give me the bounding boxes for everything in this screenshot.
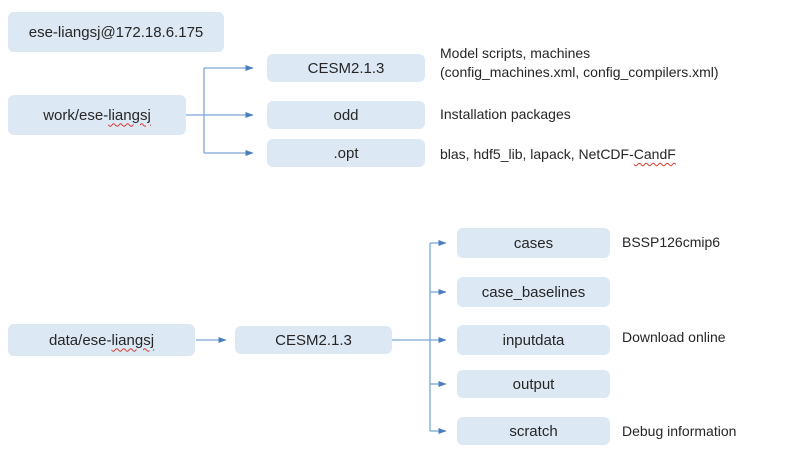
data-root-label-prefix: data/ese- — [48, 331, 112, 349]
node-cesm213-data: CESM2.1.3 — [235, 326, 392, 354]
node-scratch: scratch — [457, 417, 610, 445]
node-cesm213-work: CESM2.1.3 — [267, 54, 425, 82]
node-cesm213-data-label: CESM2.1.3 — [275, 331, 352, 349]
note-model-scripts: Model scripts, machines (config_machines… — [440, 44, 719, 82]
work-root-box: work/ese-liangsj — [8, 95, 186, 135]
node-odd: odd — [267, 101, 425, 129]
note-model-scripts-line1: Model scripts, machines — [440, 45, 591, 61]
node-inputdata: inputdata — [457, 325, 610, 355]
work-root-label-flagged: liangsj — [108, 106, 151, 124]
node-case-baselines: case_baselines — [457, 277, 610, 307]
note-model-scripts-line2: (config_machines.xml, config_compilers.x… — [440, 64, 719, 80]
note-libraries-flagged: CandF — [633, 146, 676, 162]
node-case-baselines-label: case_baselines — [481, 283, 586, 301]
work-root-label-prefix: work/ese- — [43, 106, 109, 124]
node-output: output — [457, 370, 610, 398]
note-libraries-prefix: blas, hdf5_lib, lapack, NetCDF- — [440, 146, 634, 162]
host-address-box: ese-liangsj@172.18.6.175 — [8, 12, 224, 52]
note-libraries: blas, hdf5_lib, lapack, NetCDF-CandF — [440, 145, 676, 164]
node-scratch-label: scratch — [509, 422, 558, 440]
node-inputdata-label: inputdata — [502, 331, 565, 349]
work-tree-connectors — [186, 65, 254, 156]
node-output-label: output — [512, 375, 555, 393]
node-opt-label: .opt — [333, 144, 359, 162]
data-root-label-flagged: liangsj — [111, 331, 155, 349]
node-cesm213-work-label: CESM2.1.3 — [307, 59, 385, 77]
note-debug-information: Debug information — [622, 423, 737, 439]
node-cases-label: cases — [513, 234, 554, 252]
note-bssp126cmip6: BSSP126cmip6 — [622, 234, 721, 250]
work-root-label: work/ese-liangsj — [43, 107, 151, 124]
note-download-online: Download online — [622, 329, 726, 345]
node-cases: cases — [457, 228, 610, 258]
data-root-label: data/ese-liangsj — [49, 332, 154, 349]
note-installation-packages: Installation packages — [440, 106, 571, 122]
host-address-label: ese-liangsj@172.18.6.175 — [28, 23, 204, 41]
node-odd-label: odd — [333, 106, 359, 124]
node-opt: .opt — [267, 139, 425, 167]
data-root-box: data/ese-liangsj — [8, 324, 195, 356]
